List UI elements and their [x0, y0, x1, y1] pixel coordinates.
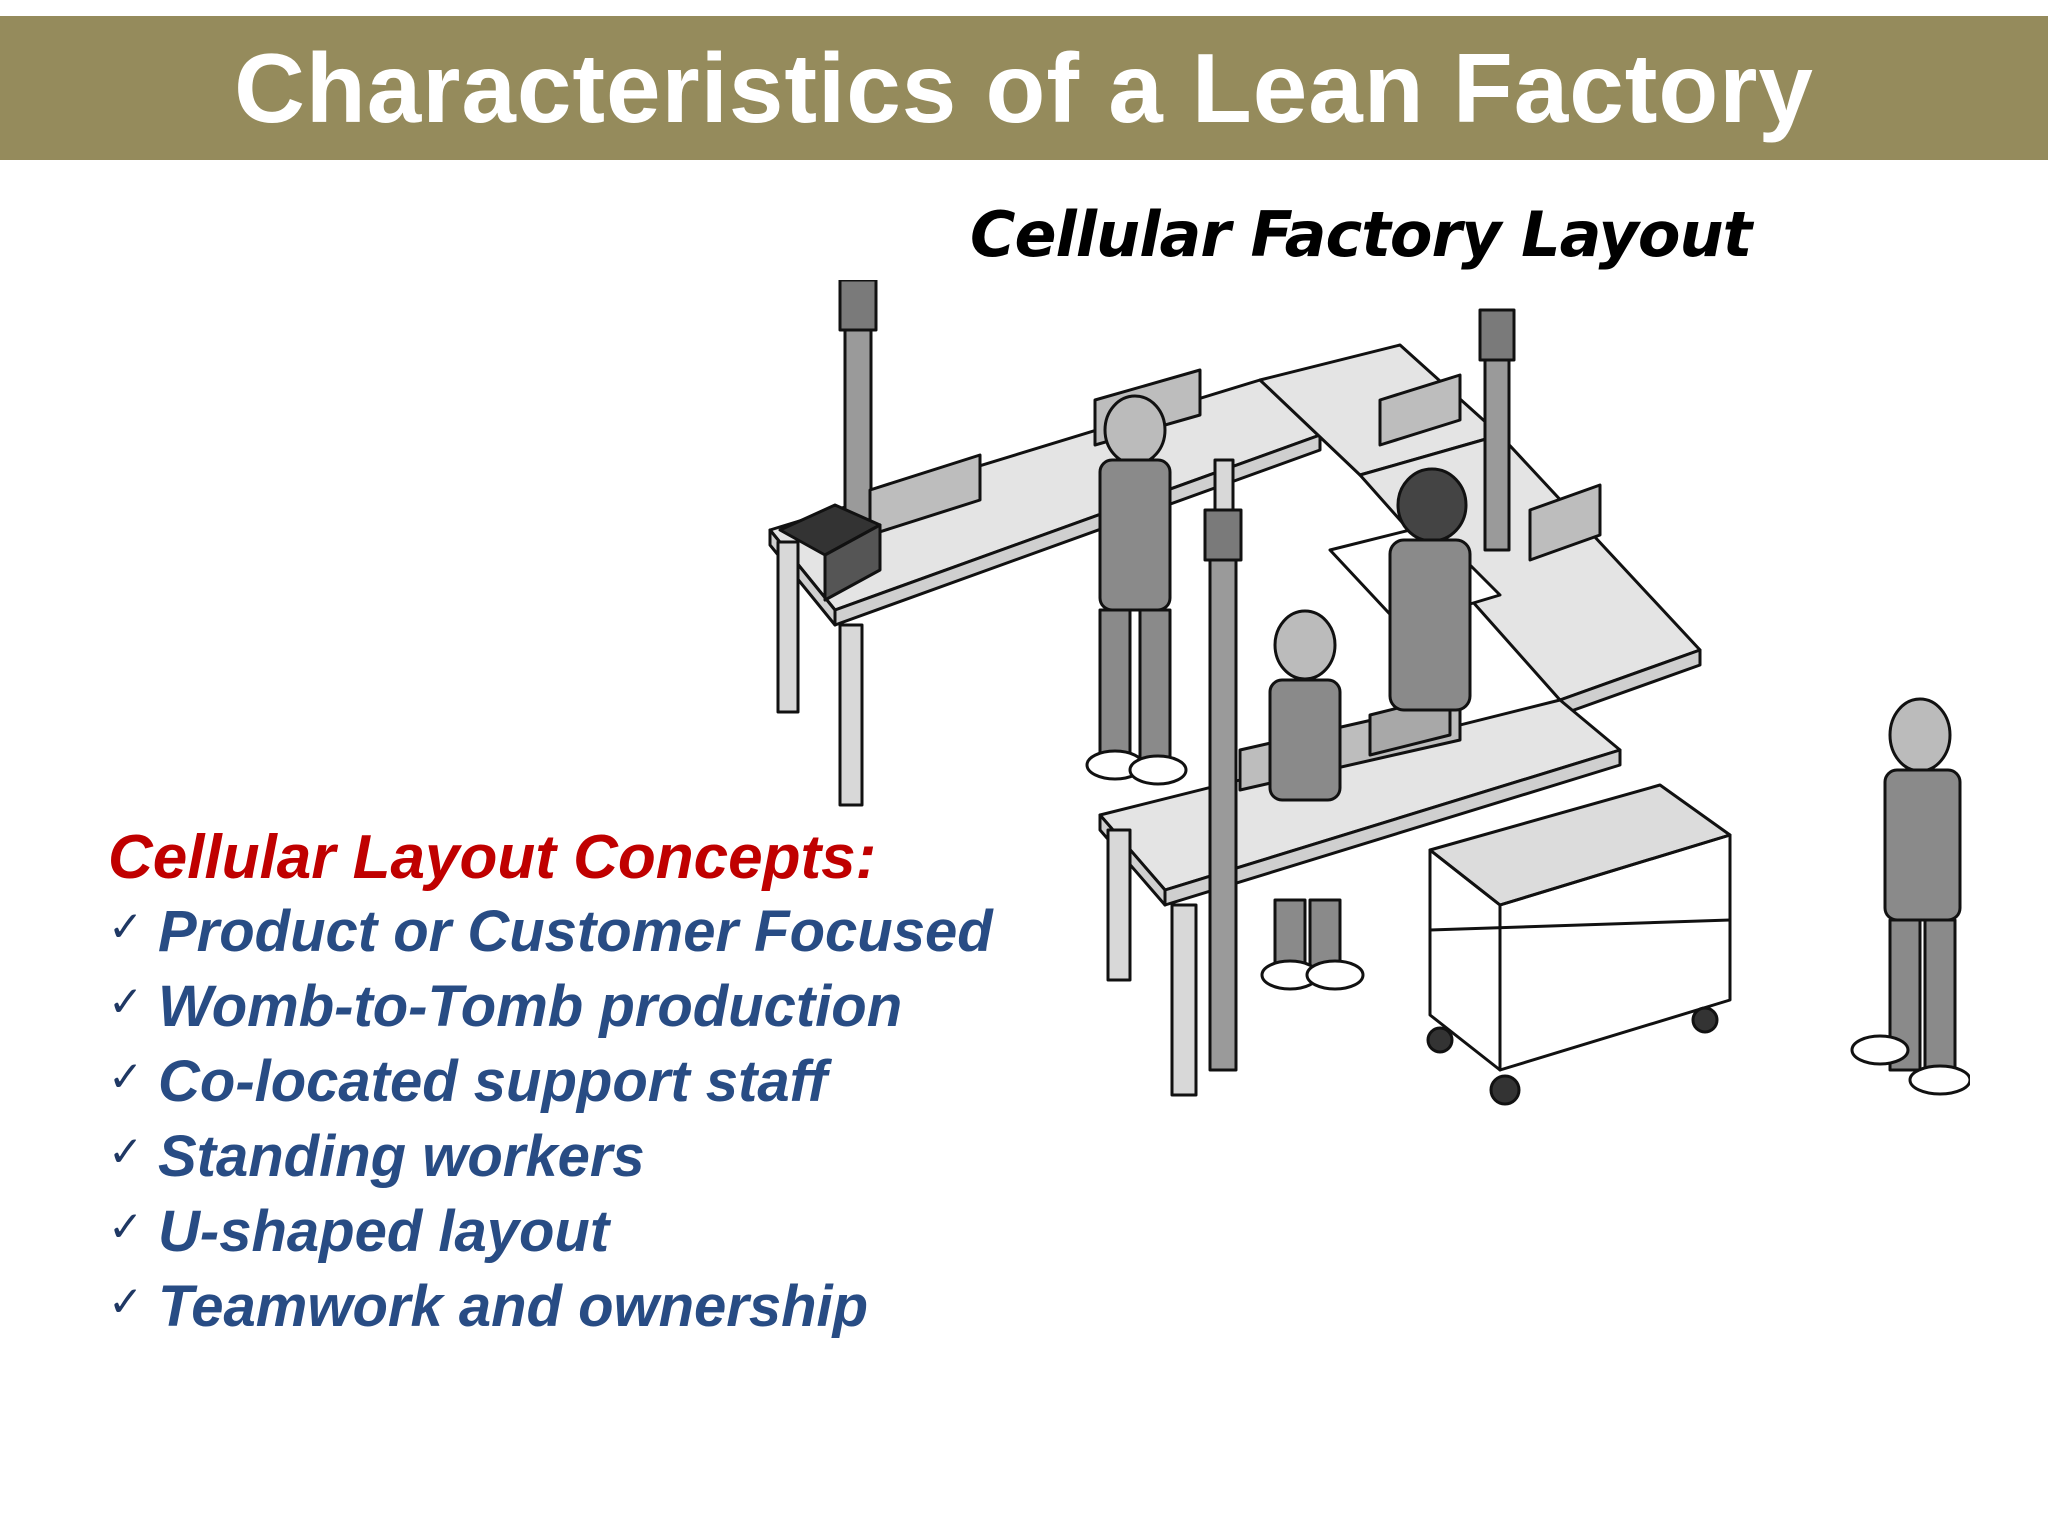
concept-label: Product or Customer Focused	[158, 899, 993, 964]
slide-subtitle: Cellular Factory Layout	[970, 198, 1752, 271]
concepts-heading: Cellular Layout Concepts:	[108, 823, 877, 892]
list-item: ✓ Product or Customer Focused	[108, 898, 1108, 973]
checkmark-icon: ✓	[108, 1202, 144, 1251]
concepts-section: Cellular Layout Concepts: ✓ Product or C…	[108, 818, 1108, 1348]
list-item: ✓ U-shaped layout	[108, 1198, 1108, 1273]
list-item: ✓ Standing workers	[108, 1123, 1108, 1198]
cellular-factory-illustration	[768, 280, 1970, 1106]
checkmark-icon: ✓	[108, 1127, 144, 1176]
checkmark-icon: ✓	[108, 1052, 144, 1101]
concept-label: Standing workers	[158, 1124, 645, 1189]
checkmark-icon: ✓	[108, 902, 144, 951]
slide-title: Characteristics of a Lean Factory	[234, 32, 1814, 143]
list-item: ✓ Womb-to-Tomb production	[108, 973, 1108, 1048]
concept-label: Womb-to-Tomb production	[158, 974, 903, 1039]
concept-label: Co-located support staff	[158, 1049, 828, 1114]
list-item: ✓ Co-located support staff	[108, 1048, 1108, 1123]
concept-list: ✓ Product or Customer Focused ✓ Womb-to-…	[108, 898, 1108, 1348]
list-item: ✓ Teamwork and ownership	[108, 1273, 1108, 1348]
title-bar: Characteristics of a Lean Factory	[0, 16, 2048, 160]
checkmark-icon: ✓	[108, 1277, 144, 1326]
concept-label: U-shaped layout	[158, 1199, 610, 1264]
concept-label: Teamwork and ownership	[158, 1274, 869, 1339]
checkmark-icon: ✓	[108, 977, 144, 1026]
